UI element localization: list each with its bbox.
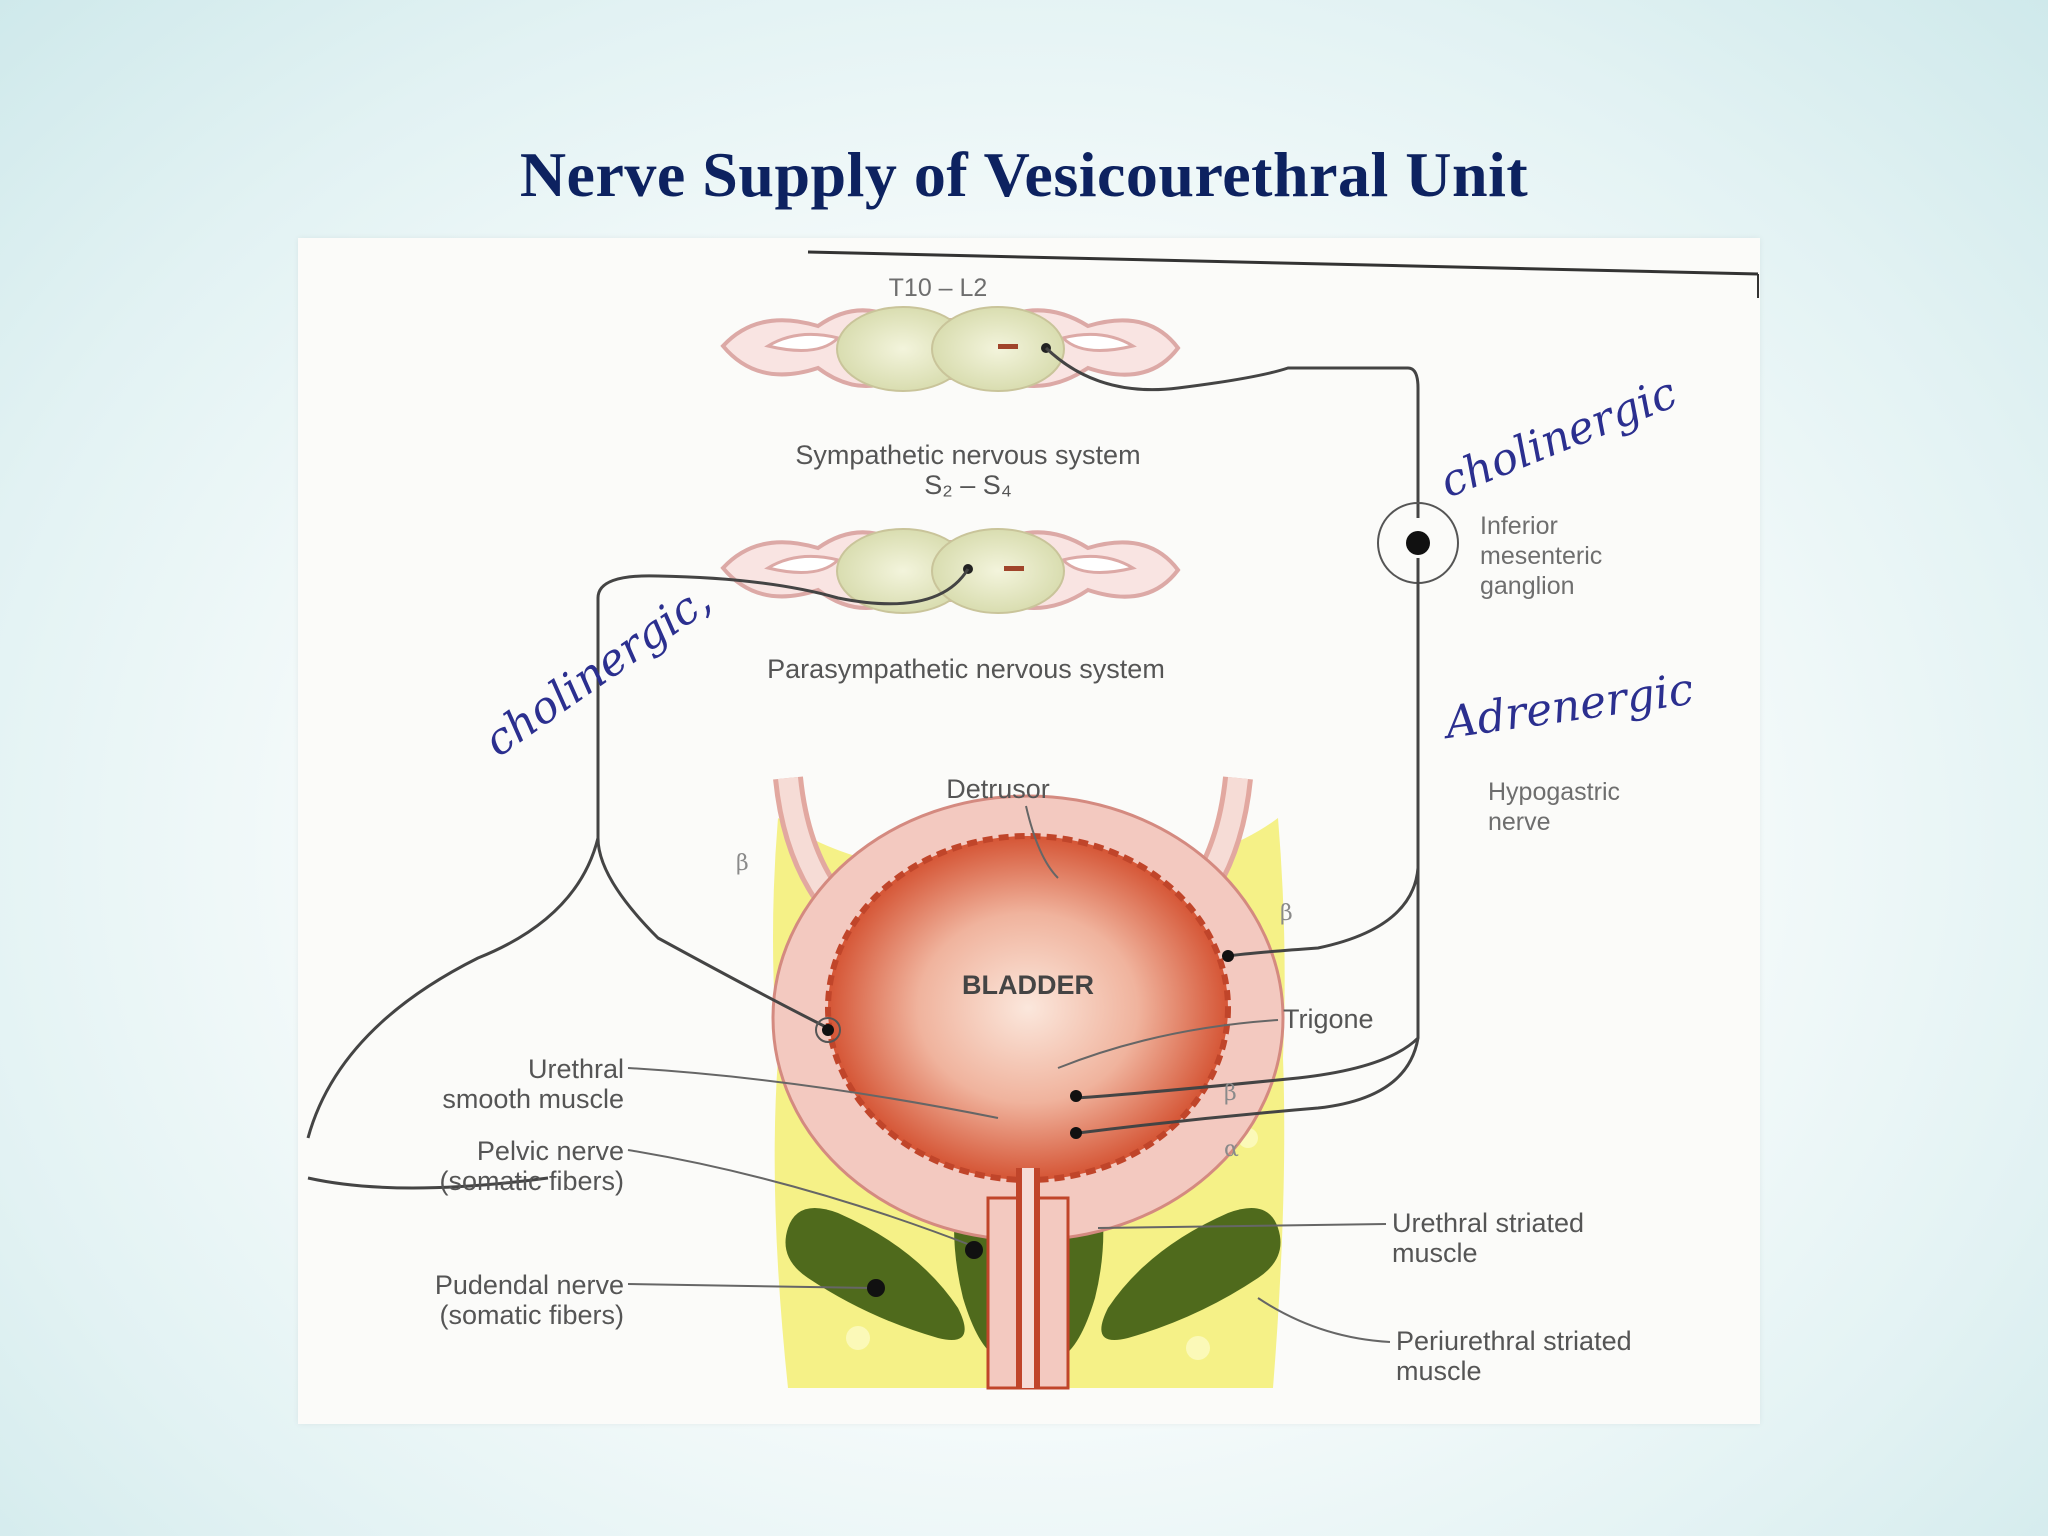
trigone-leader: [1057, 1019, 1279, 1069]
hypogastric-label-line1: Hypogastric: [1488, 778, 1620, 806]
ganglion-label-line1: Inferior: [1480, 512, 1558, 540]
vesicourethral-diagram: T10 – L2 Sympathetic nervous system S₂ –…: [306, 250, 1759, 1390]
slide-title: Nerve Supply of Vesicourethral Unit: [519, 139, 1529, 210]
urethral-striated-label-line2: muscle: [1392, 1238, 1478, 1268]
urethral-smooth-leader: [627, 1067, 999, 1119]
ganglion-label-line2: mesenteric: [1480, 542, 1602, 570]
hypogastric-to-urethra-beta: [1075, 1036, 1420, 1100]
hypogastric-nerve-path: [1227, 558, 1420, 958]
pelvic-nerve-label-line1: Pelvic nerve: [477, 1136, 624, 1166]
periurethral-striated-label-line1: Periurethral striated: [1396, 1326, 1632, 1356]
handwritten-cholinergic-top: cholinergic: [1433, 367, 1684, 508]
detrusor-label: Detrusor: [946, 774, 1050, 804]
urethral-smooth-label-line2: smooth muscle: [442, 1084, 624, 1114]
alpha-label: α: [1224, 1137, 1239, 1162]
pudendal-nerve-label-line2: (somatic fibers): [439, 1300, 624, 1330]
somatic-branch: [306, 837, 600, 1139]
bladder-label: BLADDER: [962, 970, 1094, 1000]
page-edge-line: [807, 250, 1759, 276]
pelvic-nerve-leader: [627, 1149, 979, 1249]
pudendal-nerve-label-line1: Pudendal nerve: [435, 1270, 624, 1300]
hypogastric-label-line2: nerve: [1488, 808, 1551, 836]
parasympathetic-label: Parasympathetic nervous system: [767, 654, 1165, 684]
spinal-cord-parasympathetic: [720, 528, 1181, 614]
somatic-branch-lower: [307, 1176, 549, 1190]
diagram-photo: T10 – L2 Sympathetic nervous system S₂ –…: [298, 238, 1760, 1424]
sympathetic-label: Sympathetic nervous system: [795, 440, 1140, 470]
spinal-level-sacral-label: S₂ – S₄: [924, 470, 1012, 500]
periurethral-striated-leader: [1257, 1297, 1391, 1343]
beta-right-upper-label: β: [1280, 901, 1293, 926]
sympathetic-pathway: [1044, 346, 1420, 518]
urethral-striated-leader: [1097, 1223, 1387, 1229]
beta-right-lower-label: β: [1224, 1081, 1237, 1106]
trigone-label: Trigone: [1283, 1004, 1374, 1034]
pudendal-nerve-leader: [627, 1283, 874, 1289]
urethral-striated-label-line1: Urethral striated: [1392, 1208, 1584, 1238]
beta-left-label: β: [736, 851, 749, 876]
spinal-cord-sympathetic: [720, 306, 1181, 392]
detrusor-leader: [1025, 805, 1059, 879]
ganglion-label-line3: ganglion: [1480, 572, 1575, 600]
pelvic-nerve-label-line2: (somatic fibers): [439, 1166, 624, 1196]
spinal-level-top-label: T10 – L2: [889, 274, 988, 302]
ganglion-node: [1406, 531, 1430, 555]
urethral-smooth-label-line1: Urethral: [528, 1054, 624, 1084]
periurethral-striated-label-line2: muscle: [1396, 1356, 1482, 1386]
hypogastric-to-urethra-alpha: [1077, 868, 1420, 1135]
handwritten-adrenergic: Adrenergic: [1438, 664, 1696, 750]
parasympathetic-pathway: [596, 568, 970, 1030]
